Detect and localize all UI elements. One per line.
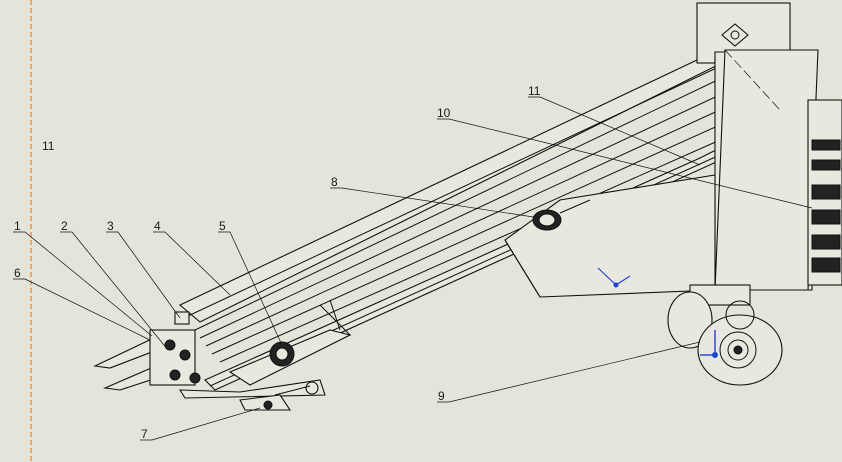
callout-labels: 1 2 3 4 5 6 7 8 9 10 11 11 [14,84,541,441]
callout-7: 7 [141,427,148,441]
grille-slots [811,139,841,273]
hopper-box [504,2,842,298]
callout-5: 5 [219,219,226,233]
axis-triad-center [597,267,631,288]
sprocket [269,341,295,367]
callout-11-left: 11 [42,139,55,153]
callout-11-conveyor: 11 [528,84,541,98]
callout-9: 9 [438,389,445,403]
leader-lines [13,96,813,441]
callout-3: 3 [107,219,114,233]
drive-roller [532,199,591,231]
callout-2: 2 [61,219,68,233]
callout-8: 8 [331,175,338,189]
axis-triad-wheel [700,330,718,358]
callout-10: 10 [437,106,451,120]
callout-4: 4 [154,219,161,233]
front-digger [93,311,326,411]
wheel-assembly [667,284,783,386]
callout-1: 1 [14,219,21,233]
callout-6: 6 [14,266,21,280]
